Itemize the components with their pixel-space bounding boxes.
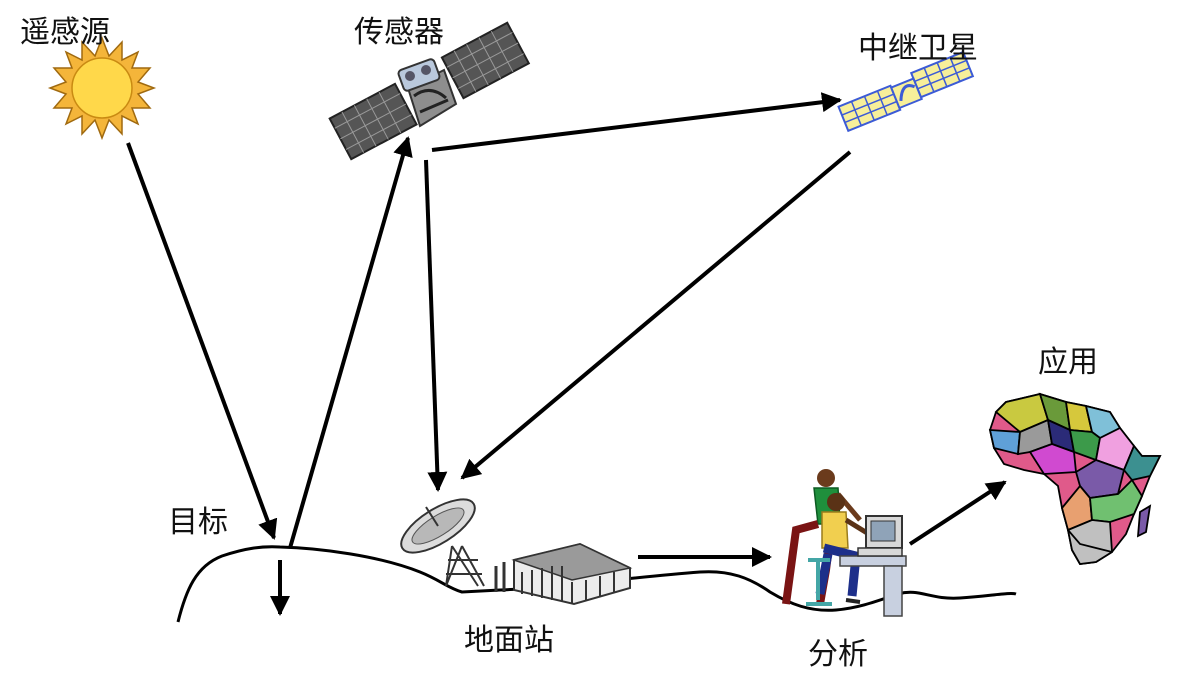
relay-satellite-icon [837, 50, 975, 133]
africa-map-icon [988, 392, 1162, 565]
label-target: 目标 [168, 505, 228, 540]
label-source: 遥感源 [20, 15, 110, 50]
label-ground-station: 地面站 [464, 623, 554, 658]
sun-icon [47, 35, 157, 141]
label-relay-satellite: 中继卫星 [858, 31, 978, 66]
satellite-icon [328, 21, 531, 161]
arrow-analysis-to-application [908, 480, 1007, 546]
arrow-source-to-target [126, 142, 278, 540]
label-sensor: 传感器 [354, 15, 444, 50]
building-icon [494, 542, 633, 606]
label-application: 应用 [1038, 345, 1098, 380]
people-at-computer-icon [782, 469, 907, 617]
arrow-relay-to-ground [460, 150, 852, 480]
arrow-sensor-to-relay [431, 92, 842, 152]
arrow-target-to-sensor [288, 136, 413, 549]
label-analysis: 分析 [808, 637, 868, 672]
arrow-sensor-to-ground [424, 159, 448, 492]
arrows [126, 92, 1007, 616]
satellite-dish-icon [400, 498, 485, 587]
